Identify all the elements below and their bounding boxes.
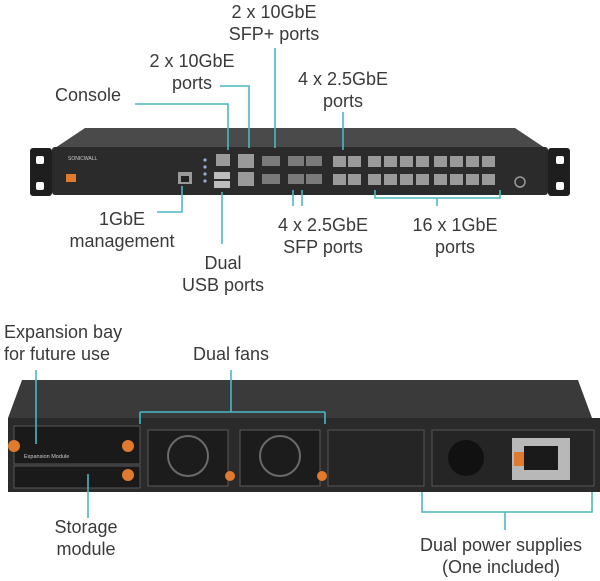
label-ports-10g: 2 x 10GbE ports xyxy=(136,50,248,94)
front-chassis xyxy=(52,147,548,195)
console-port xyxy=(216,154,230,166)
rear-leader-lines xyxy=(35,370,593,530)
label-sfp-plus-10g-line1: 2 x 10GbE xyxy=(231,2,317,22)
label-expansion-line1: Expansion bay xyxy=(4,322,123,342)
usb-port-2 xyxy=(214,181,230,188)
front-badge xyxy=(66,174,76,182)
expansion-module-text: Expansion Module xyxy=(24,454,69,460)
storage-screw xyxy=(122,469,134,481)
expansion-screw-right xyxy=(122,440,134,452)
sfp-plus-port-2 xyxy=(262,174,280,184)
label-ports-1g-line2: ports xyxy=(434,237,476,257)
label-ports-1g-line1: 16 x 1GbE xyxy=(412,215,498,235)
fan-2-icon xyxy=(259,435,301,477)
label-sfp-2-5g: 4 x 2.5GbE SFP ports xyxy=(262,214,384,258)
mgmt-port xyxy=(178,172,192,184)
port-2-5g-4 xyxy=(348,174,361,185)
label-storage: Storage module xyxy=(40,516,132,560)
front-logo: SONICWALL xyxy=(68,156,97,162)
sfp-plus-port-1 xyxy=(262,156,280,166)
sfp-port-4 xyxy=(306,174,322,184)
label-sfp-plus-10g-line2: SFP+ ports xyxy=(228,24,320,44)
port-2-5g-2 xyxy=(348,156,361,167)
label-fans: Dual fans xyxy=(192,344,270,364)
label-ports-2-5g-line1: 4 x 2.5GbE xyxy=(297,69,389,89)
fan-screw-2 xyxy=(317,471,327,481)
label-ports-1g: 16 x 1GbE ports xyxy=(396,214,514,258)
ports-1g-group xyxy=(368,156,495,185)
label-ports-10g-line1: 2 x 10GbE xyxy=(149,51,235,71)
rear-chassis-top xyxy=(8,380,592,418)
label-ports-10g-line2: ports xyxy=(171,73,213,93)
fan-2 xyxy=(239,429,321,487)
front-rack-ear-left xyxy=(30,148,52,196)
front-chassis-top xyxy=(55,128,545,148)
label-sfp-plus-10g: 2 x 10GbE SFP+ ports xyxy=(218,1,330,45)
label-psu-line2: (One included) xyxy=(441,557,561,577)
expansion-screw-left xyxy=(8,440,20,452)
label-ports-2-5g: 4 x 2.5GbE ports xyxy=(286,68,400,112)
port-10g-2 xyxy=(238,172,254,186)
label-psu: Dual power supplies (One included) xyxy=(404,534,598,578)
label-usb-line2: USB ports xyxy=(181,275,265,295)
usb-port-1 xyxy=(214,172,230,179)
label-mgmt: 1GbE management xyxy=(60,208,184,252)
front-leader-lines xyxy=(135,48,501,244)
port-2-5g-3 xyxy=(333,174,346,185)
status-leds xyxy=(203,158,207,183)
label-sfp-2-5g-line2: SFP ports xyxy=(283,237,363,257)
fan-1 xyxy=(147,429,229,487)
sfp-port-2 xyxy=(306,156,322,166)
psu-blank-slot xyxy=(327,429,425,487)
power-inlet-socket xyxy=(524,446,558,470)
label-storage-line1: Storage xyxy=(54,517,118,537)
label-sfp-2-5g-line1: 4 x 2.5GbE xyxy=(277,215,369,235)
power-button-icon xyxy=(514,176,526,188)
port-10g-1 xyxy=(238,154,254,168)
label-expansion-line2: for future use xyxy=(4,344,111,364)
psu-latch xyxy=(514,452,524,466)
label-expansion: Expansion bay for future use xyxy=(4,321,122,365)
label-mgmt-line1: 1GbE xyxy=(98,209,146,229)
fan-screw-1 xyxy=(225,471,235,481)
label-console: Console xyxy=(55,85,122,105)
fan-1-icon xyxy=(167,435,209,477)
label-mgmt-line2: management xyxy=(69,231,175,251)
label-psu-line1: Dual power supplies xyxy=(419,535,583,555)
port-2-5g-1 xyxy=(333,156,346,167)
label-ports-2-5g-line2: ports xyxy=(322,91,364,111)
sfp-port-3 xyxy=(288,174,304,184)
storage-module xyxy=(13,465,141,489)
psu-fan-icon xyxy=(448,440,484,476)
label-usb-line1: Dual xyxy=(204,253,242,273)
label-usb: Dual USB ports xyxy=(168,252,278,296)
front-rack-ear-right xyxy=(548,148,570,196)
sfp-port-1 xyxy=(288,156,304,166)
label-storage-line2: module xyxy=(56,539,116,559)
